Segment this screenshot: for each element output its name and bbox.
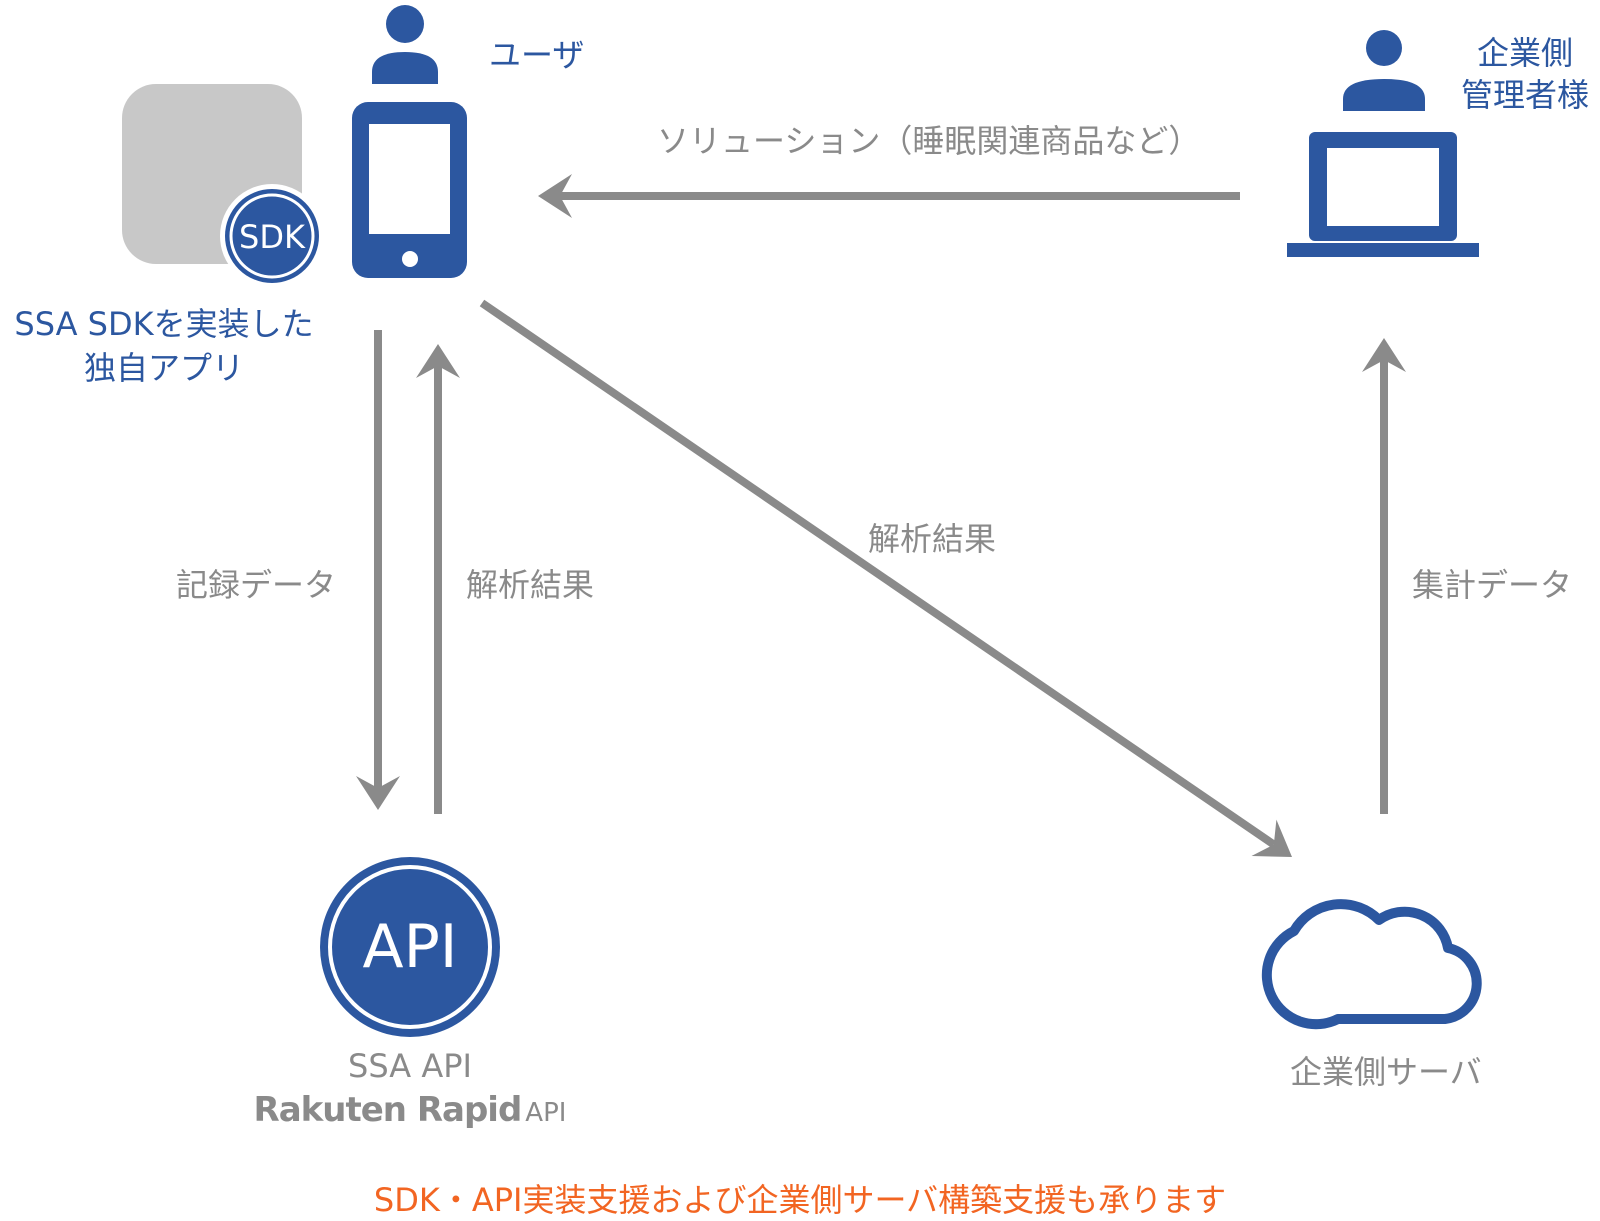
record-arrow: [356, 330, 400, 810]
sdk-badge-icon: [220, 184, 324, 288]
admin-label-line2: 管理者様: [1460, 76, 1589, 114]
app-label-line2: 独自アプリ: [83, 349, 244, 387]
logo-main-text: Rakuten Rapid: [253, 1090, 523, 1130]
app-label-line1: SSA SDKを実装した: [14, 305, 314, 343]
api-label: SSA API: [348, 1047, 472, 1085]
solution-edge-label: ソリューション（睡眠関連商品など）: [657, 122, 1201, 160]
user-person-icon: [372, 5, 438, 84]
record-edge-label: 記録データ: [176, 566, 337, 604]
logo-suffix-text: API: [525, 1098, 567, 1128]
result-diag-arrow: [479, 299, 1292, 857]
laptop-icon: [1287, 132, 1479, 257]
result-diag-edge-label: 解析結果: [868, 520, 997, 558]
result-up-arrow: [416, 344, 460, 814]
app-label: SSA SDKを実装した 独自アプリ: [4, 302, 324, 390]
smartphone-icon: [352, 102, 467, 278]
api-badge-text: API: [362, 912, 458, 982]
admin-label-line1: 企業側: [1476, 34, 1573, 72]
admin-label: 企業側 管理者様: [1455, 32, 1595, 116]
aggregate-arrow: [1362, 338, 1406, 814]
cloud-icon: [1261, 899, 1482, 1030]
solution-arrow: [538, 174, 1240, 218]
user-label: ユーザ: [489, 36, 585, 74]
footer-note: SDK・API実装支援および企業側サーバ構築支援も承ります: [373, 1181, 1227, 1219]
result-up-edge-label: 解析結果: [466, 566, 595, 604]
api-badge-icon: [320, 857, 500, 1037]
sdk-badge-text: SDK: [239, 218, 305, 256]
admin-person-icon: [1343, 30, 1425, 111]
aggregate-edge-label: 集計データ: [1412, 566, 1573, 604]
server-label: 企業側サーバ: [1290, 1053, 1482, 1091]
